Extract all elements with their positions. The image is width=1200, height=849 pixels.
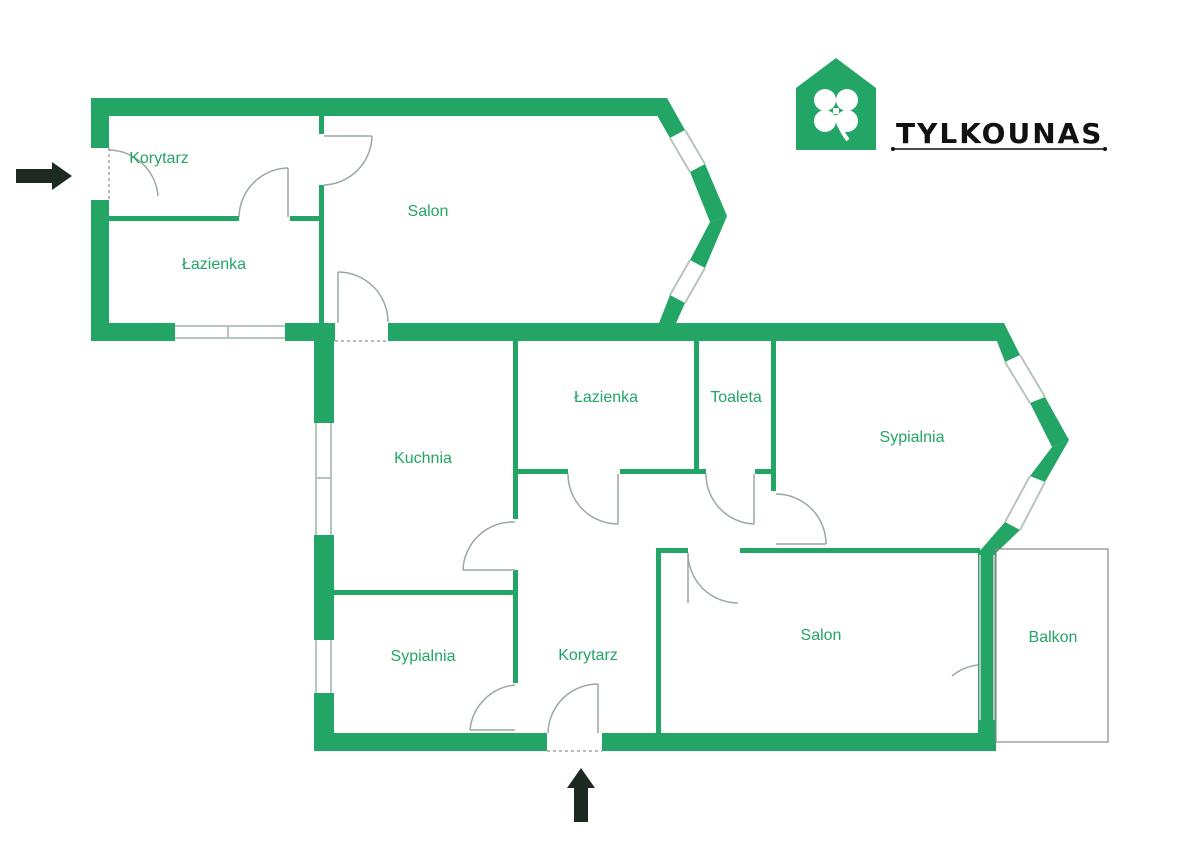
room-labels: Korytarz Łazienka Salon Kuchnia Łazienka… — [129, 150, 1077, 665]
room-label-kuchnia: Kuchnia — [394, 450, 452, 467]
balcony-outline — [995, 548, 1109, 743]
lower-unit-walls — [314, 323, 1069, 751]
room-label-balkon: Balkon — [1029, 629, 1078, 646]
upper-doors — [108, 135, 389, 342]
lower-unit — [314, 323, 1069, 752]
room-label-korytarz-top: Korytarz — [129, 150, 189, 167]
brand-name: TYLKOUNAS — [896, 117, 1103, 150]
room-label-sypialnia-bottom: Sypialnia — [391, 648, 456, 665]
room-label-salon-bottom: Salon — [801, 627, 842, 644]
room-label-toaleta: Toaleta — [710, 389, 762, 406]
arrow-up-icon — [567, 768, 595, 822]
room-label-korytarz-bottom: Korytarz — [558, 647, 618, 664]
room-label-lazienka-mid: Łazienka — [574, 389, 638, 406]
lower-bay-windows — [315, 354, 1046, 720]
room-label-sypialnia-right: Sypialnia — [880, 429, 945, 446]
room-label-lazienka-top: Łazienka — [182, 256, 246, 273]
room-label-salon-top: Salon — [408, 203, 449, 220]
upper-bay-windows — [175, 129, 706, 339]
upper-inner-walls — [109, 116, 324, 323]
clover-icon — [814, 89, 858, 142]
lower-inner-walls — [334, 341, 980, 733]
brand-logo: TYLKOUNAS — [796, 58, 1107, 151]
lower-doors — [462, 473, 979, 752]
arrow-right-icon — [16, 162, 72, 190]
